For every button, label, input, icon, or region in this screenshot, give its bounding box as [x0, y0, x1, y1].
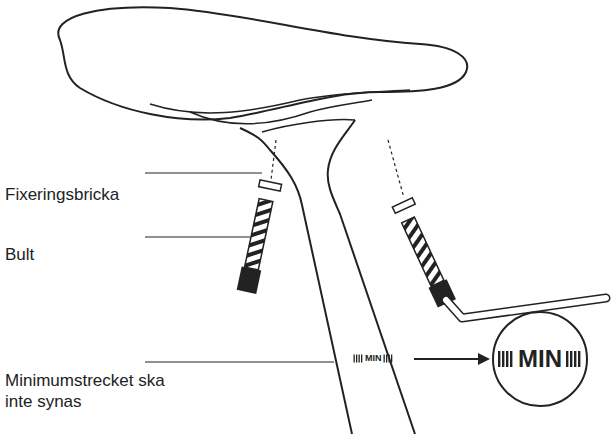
saddle-shell	[150, 90, 410, 113]
mark-bar	[566, 351, 568, 367]
mark-bar	[389, 355, 390, 363]
bolt	[402, 217, 444, 286]
part-label: Bult	[5, 244, 34, 265]
mark-bar	[502, 351, 504, 367]
mark-bar	[506, 351, 508, 367]
bolt-head	[237, 266, 262, 294]
magnify-arrow	[414, 358, 480, 360]
mark-bar	[391, 355, 392, 363]
clamp-head	[262, 120, 355, 132]
mark-bar	[356, 355, 357, 363]
mark-bar	[359, 355, 360, 363]
magnify-arrow	[478, 353, 490, 365]
hex-key	[446, 298, 606, 318]
min-mark: MIN	[364, 353, 383, 364]
bolt	[245, 199, 273, 270]
washer	[392, 198, 415, 214]
note-label: Minimumstrecket ska inte synas	[5, 370, 181, 412]
part-label: Fixeringsbricka	[5, 184, 119, 205]
seatpost	[328, 120, 415, 434]
mark-bar	[384, 355, 385, 363]
washer	[259, 180, 282, 191]
saddle-rail	[190, 100, 372, 124]
bolt-axis	[388, 140, 404, 198]
magnifier-circle: MIN	[492, 311, 588, 407]
leader-line	[145, 172, 262, 173]
mark-bar	[570, 351, 572, 367]
mark-bar	[578, 351, 580, 367]
mark-bar	[498, 351, 500, 367]
mark-bar	[354, 355, 355, 363]
hex-key	[446, 298, 606, 318]
leader-line	[145, 236, 250, 237]
mark-bar	[574, 351, 576, 367]
mark-bar	[510, 351, 512, 367]
mark-bar	[386, 355, 387, 363]
bolt-axis	[271, 140, 276, 180]
mark-bar	[361, 355, 362, 363]
leader-line	[145, 361, 334, 362]
saddle	[58, 7, 467, 119]
min-mark: MIN	[518, 345, 562, 373]
